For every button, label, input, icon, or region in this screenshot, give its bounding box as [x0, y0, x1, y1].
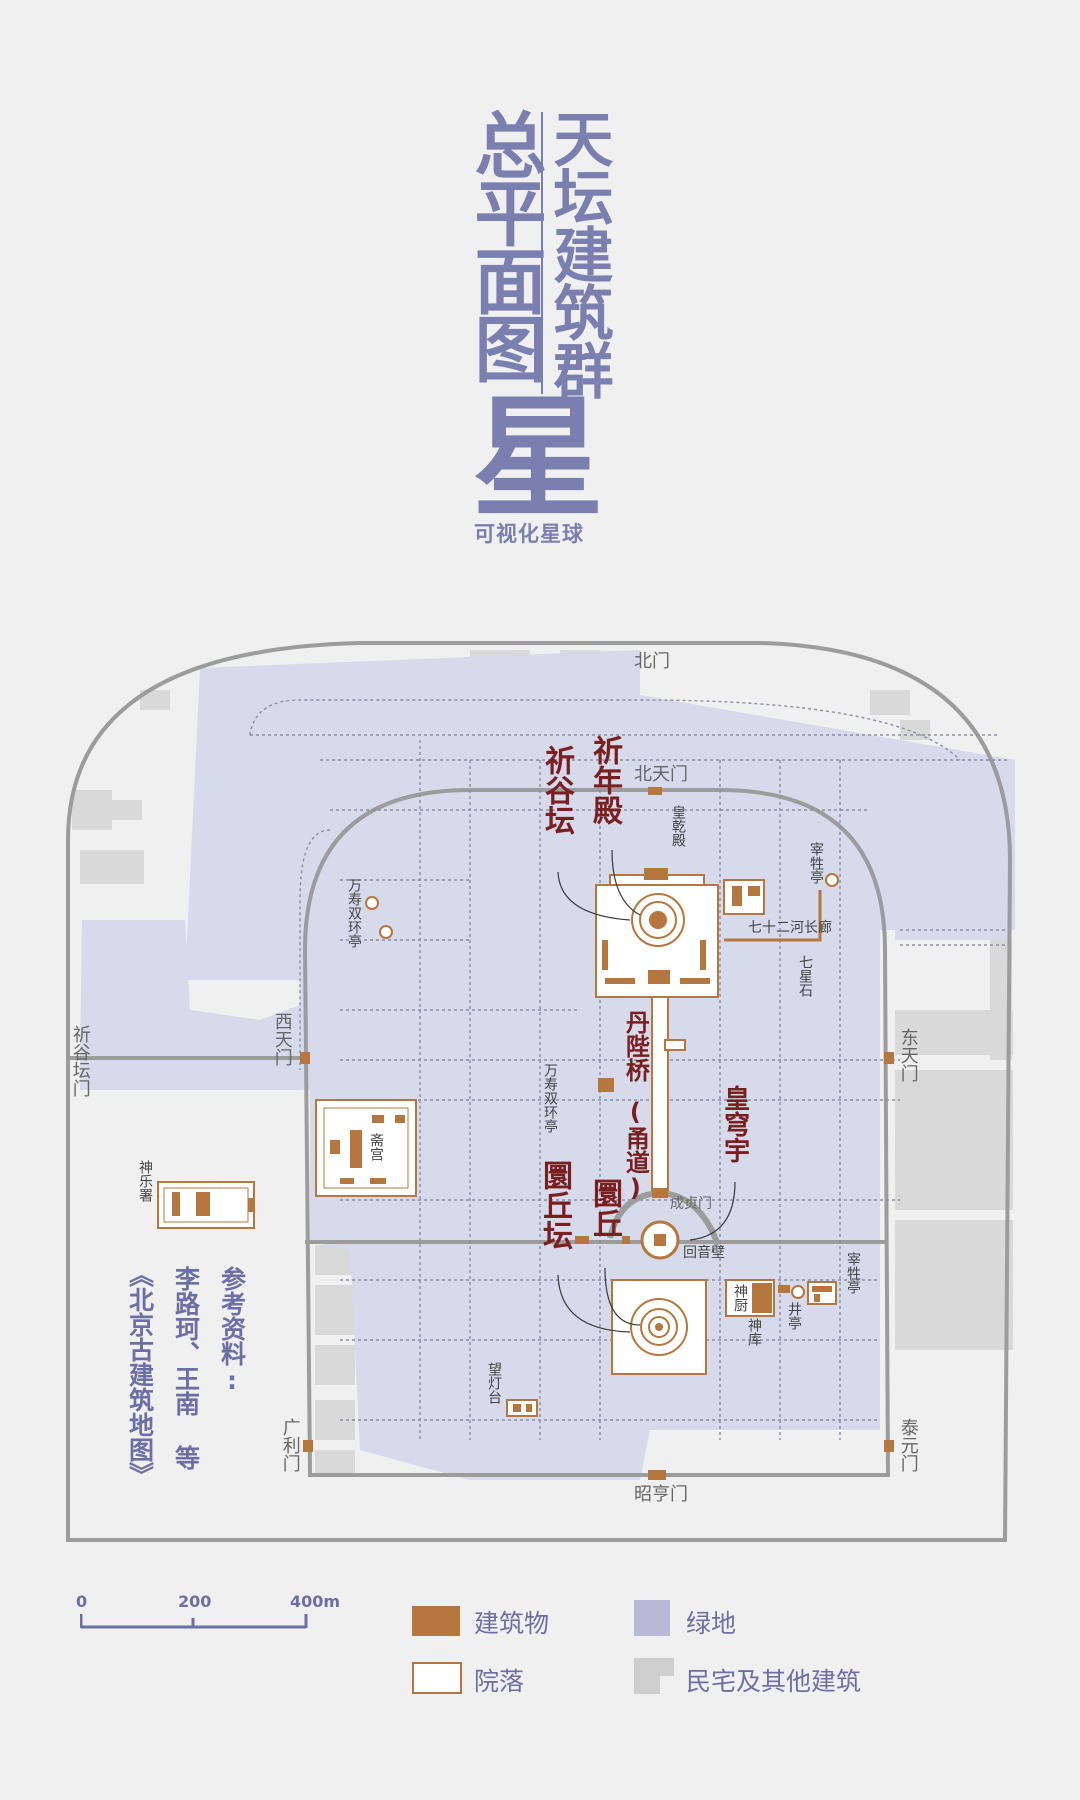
- label-chengzhen-gate: 成贞门: [670, 1195, 712, 1211]
- reference-authors: 李路珂、王南 等: [171, 1266, 201, 1470]
- label-taiyuan-gate: 泰元门: [897, 1418, 919, 1472]
- green-land: [80, 650, 1015, 1480]
- label-yongdao: (甬道): [621, 1098, 650, 1202]
- label-north-gate: 北门: [634, 651, 670, 671]
- legend-courtyard-label: 院落: [474, 1667, 525, 1696]
- label-east-heaven-gate: 东天门: [897, 1028, 919, 1082]
- legend-courtyard-swatch: [412, 1662, 462, 1694]
- map-title: 总平面图: [462, 108, 546, 380]
- wanshou-pavilion-3: [598, 1078, 614, 1092]
- wangdengtai: [506, 1399, 538, 1417]
- legend-building-swatch: [412, 1606, 460, 1636]
- label-huiyinbi: 回音壁: [683, 1244, 725, 1260]
- outer-wall: [66, 641, 1013, 1542]
- label-huangqiongyu: 皇穹宇: [719, 1085, 750, 1163]
- legend-green-label: 绿地: [686, 1609, 737, 1638]
- map-subtitle: 天坛建筑群: [543, 108, 613, 398]
- wanshou-pavilion-2: [379, 925, 393, 939]
- logo-icon: 星: [472, 392, 604, 514]
- label-yuanqiu: 圜丘: [587, 1178, 622, 1238]
- scale-bar: [79, 1612, 308, 1630]
- scale-label-200: 200: [178, 1592, 212, 1611]
- label-shenku: 神库: [746, 1318, 762, 1346]
- label-zhaigong: 斋宫: [368, 1133, 384, 1161]
- scale-label-400: 400m: [290, 1592, 341, 1611]
- huangqiongyu-building: [654, 1234, 666, 1246]
- label-qigutan-gate: 祈谷坛门: [69, 1025, 91, 1097]
- label-wangdengtai: 望灯台: [486, 1362, 502, 1404]
- chengzhen-gate-building: [652, 1188, 668, 1198]
- label-zaishengting-north: 宰牲亭: [808, 842, 824, 884]
- label-west-heaven-gate: 西天门: [271, 1012, 293, 1066]
- wanshou-pavilion-1: [365, 896, 379, 910]
- label-qishierhe: 七十二河长廊: [748, 919, 832, 935]
- label-qiniandian: 祈年殿: [587, 735, 622, 825]
- reference-book: 《北京古建筑地图》: [125, 1262, 155, 1487]
- reference-heading: 参考资料:: [217, 1266, 247, 1395]
- label-wanshou-2: 万寿双环亭: [542, 1063, 558, 1133]
- label-shenchu: 神厨: [732, 1284, 748, 1312]
- label-danbiqiao: 丹陛桥: [621, 1010, 650, 1082]
- scale-label-0: 0: [76, 1592, 88, 1611]
- label-zhaoheng-gate: 昭亨门: [634, 1484, 688, 1504]
- label-wanshou-1: 万寿双环亭: [346, 878, 362, 948]
- danbi-bridge-side: [664, 1039, 686, 1051]
- label-yuanqiutan: 圜丘坛: [537, 1160, 572, 1250]
- label-north-heaven-gate: 北天门: [634, 764, 688, 784]
- label-shenyueshu: 神乐署: [137, 1160, 153, 1202]
- qiniandian-compound: [595, 868, 719, 998]
- title-divider: [541, 112, 543, 394]
- label-qigutan: 祈谷坛: [539, 745, 574, 835]
- legend-residential-label: 民宅及其他建筑: [686, 1667, 862, 1696]
- label-jingting: 井亭: [786, 1302, 802, 1330]
- gates: [300, 787, 894, 1480]
- legend-building-label: 建筑物: [474, 1609, 550, 1638]
- danbi-bridge: [651, 989, 669, 1196]
- shenchu-shenku-compound: [725, 1279, 837, 1317]
- shenyueshu-compound: [157, 1181, 255, 1229]
- logo-text: 可视化星球: [474, 522, 584, 546]
- legend-green-swatch: [634, 1600, 670, 1636]
- path-network: [249, 699, 1010, 1440]
- label-huangqiandian: 皇乾殿: [670, 805, 686, 847]
- zhaigong-compound: [315, 1099, 417, 1197]
- leader-lines: [557, 849, 736, 1333]
- logo-glyph: 星: [472, 392, 604, 514]
- yuanqiu-compound: [575, 1236, 707, 1375]
- legend-residential-swatch: [634, 1658, 674, 1694]
- qishierhe-corridor: [723, 873, 839, 942]
- label-qixingshi: 七星石: [797, 955, 813, 997]
- label-zaishengting-south: 宰牲亭: [845, 1252, 861, 1294]
- label-guangli-gate: 广利门: [279, 1418, 301, 1472]
